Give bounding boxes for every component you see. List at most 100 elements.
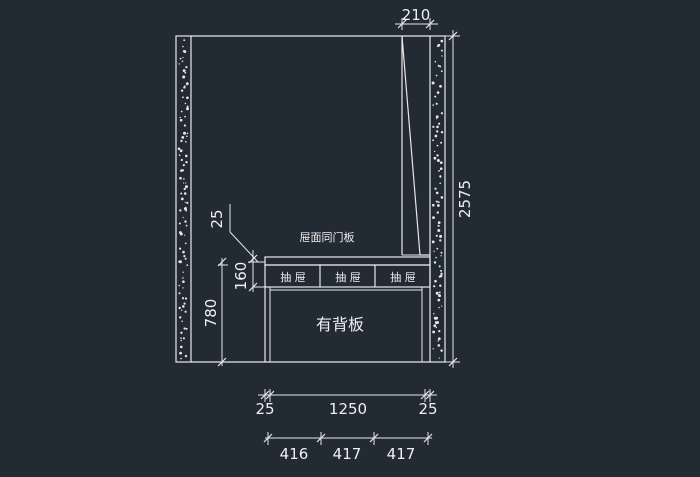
hatch-dot bbox=[432, 348, 434, 350]
hatch-dot bbox=[185, 161, 188, 164]
door-open-diagonal bbox=[401, 35, 430, 256]
drawer-3-label: 抽 屉 bbox=[390, 270, 416, 284]
hatch-dot bbox=[439, 175, 442, 178]
hatch-dot bbox=[185, 154, 188, 158]
dim-tick bbox=[448, 357, 458, 367]
hatch-dot bbox=[434, 279, 437, 283]
hatch-dot bbox=[185, 182, 187, 184]
left-wall-hatch bbox=[177, 39, 189, 360]
hatch-dot bbox=[184, 297, 188, 300]
hatch-dot bbox=[181, 320, 183, 323]
hatch-dot bbox=[182, 305, 185, 308]
hatch-dot bbox=[431, 240, 435, 244]
dim-split-3-text: 417 bbox=[387, 445, 416, 463]
hatch-dot bbox=[182, 216, 184, 219]
hatch-dot bbox=[435, 256, 437, 259]
hatch-dot bbox=[183, 255, 186, 258]
hatch-dot bbox=[178, 154, 181, 156]
hatch-dot bbox=[433, 250, 435, 252]
hatch-dot bbox=[440, 112, 443, 115]
hatch-dot bbox=[184, 220, 187, 223]
hatch-dot bbox=[180, 139, 183, 143]
hatch-dot bbox=[439, 167, 443, 170]
hatch-dot bbox=[179, 247, 182, 250]
right-wall bbox=[429, 35, 446, 363]
hatch-dot bbox=[183, 39, 186, 42]
hatch-dot bbox=[183, 182, 185, 184]
hatch-dot bbox=[185, 140, 187, 143]
hatch-dot bbox=[183, 302, 186, 305]
hatch-dot bbox=[182, 337, 185, 340]
hatch-dot bbox=[182, 75, 186, 79]
hatch-dot bbox=[437, 298, 441, 302]
hatch-dot bbox=[438, 265, 441, 268]
hatch-dot bbox=[436, 130, 439, 133]
right-wall-outline bbox=[429, 35, 446, 363]
hatch-dot bbox=[435, 115, 439, 119]
hatch-dot bbox=[186, 105, 189, 108]
hatch-dot bbox=[441, 305, 443, 307]
cabinet-outline bbox=[191, 35, 430, 363]
hatch-dot bbox=[436, 159, 440, 162]
dim-tick bbox=[369, 433, 379, 443]
hatch-dot bbox=[181, 297, 185, 300]
hatch-dot bbox=[182, 96, 184, 99]
hatch-dot bbox=[185, 82, 189, 86]
dim-tick bbox=[263, 433, 273, 443]
hatch-dot bbox=[436, 91, 440, 94]
dim-lower-height-text: 780 bbox=[202, 299, 220, 328]
counter-top bbox=[264, 256, 431, 266]
hatch-dot bbox=[432, 104, 435, 106]
hatch-dot bbox=[440, 39, 444, 43]
hatch-dot bbox=[183, 124, 186, 127]
back-panel-label: 有背板 bbox=[316, 315, 364, 334]
hatch-dot bbox=[179, 351, 183, 355]
hatch-dot bbox=[434, 321, 438, 325]
hatch-dot bbox=[438, 170, 440, 172]
hatch-dot bbox=[180, 339, 182, 342]
hatch-dot bbox=[186, 201, 189, 204]
hatch-dot bbox=[435, 191, 439, 195]
hatch-dot bbox=[435, 326, 438, 329]
dim-tick bbox=[423, 433, 433, 443]
dim-bottom-mid-text: 1250 bbox=[329, 400, 367, 418]
hatch-dot bbox=[439, 284, 442, 287]
hatch-dot bbox=[179, 149, 183, 153]
hatch-dot bbox=[434, 60, 437, 63]
lower-unit bbox=[264, 256, 431, 362]
hatch-dot bbox=[435, 74, 438, 77]
hatch-dot bbox=[182, 164, 185, 167]
hatch-dot bbox=[438, 306, 440, 309]
hatch-dot bbox=[439, 84, 442, 88]
hatch-dot bbox=[186, 135, 188, 137]
hatch-dot bbox=[434, 187, 437, 190]
hatch-dot bbox=[182, 69, 186, 72]
dim-tick bbox=[420, 390, 430, 400]
hatch-dot bbox=[183, 207, 187, 211]
hatch-dot bbox=[179, 231, 182, 234]
hatch-dot bbox=[433, 150, 436, 153]
hatch-dot bbox=[440, 251, 443, 254]
hatch-dot bbox=[177, 147, 181, 151]
hatch-dot bbox=[438, 122, 441, 125]
hatch-dot bbox=[439, 161, 443, 165]
dim-top-width: 210 bbox=[395, 6, 438, 30]
hatch-dot bbox=[184, 102, 187, 105]
dim-bottom-right-text: 25 bbox=[418, 400, 437, 418]
hatch-dot bbox=[185, 224, 188, 227]
hatch-dot bbox=[437, 224, 440, 227]
hatch-dot bbox=[179, 316, 182, 319]
hatch-dot bbox=[180, 158, 183, 162]
hatch-dot bbox=[185, 209, 188, 212]
drawer-2-label: 抽 屉 bbox=[335, 270, 361, 284]
hatch-dot bbox=[437, 229, 441, 232]
hatch-dot bbox=[182, 280, 185, 284]
hatch-dot bbox=[182, 271, 184, 273]
hatch-dot bbox=[437, 337, 441, 341]
hatch-dot bbox=[186, 107, 189, 111]
right-wall-hatch bbox=[431, 39, 444, 359]
drawer-door-panel-label: 屉面同门板 bbox=[300, 230, 355, 244]
hatch-dot bbox=[180, 110, 183, 113]
hatch-dot bbox=[434, 95, 437, 98]
